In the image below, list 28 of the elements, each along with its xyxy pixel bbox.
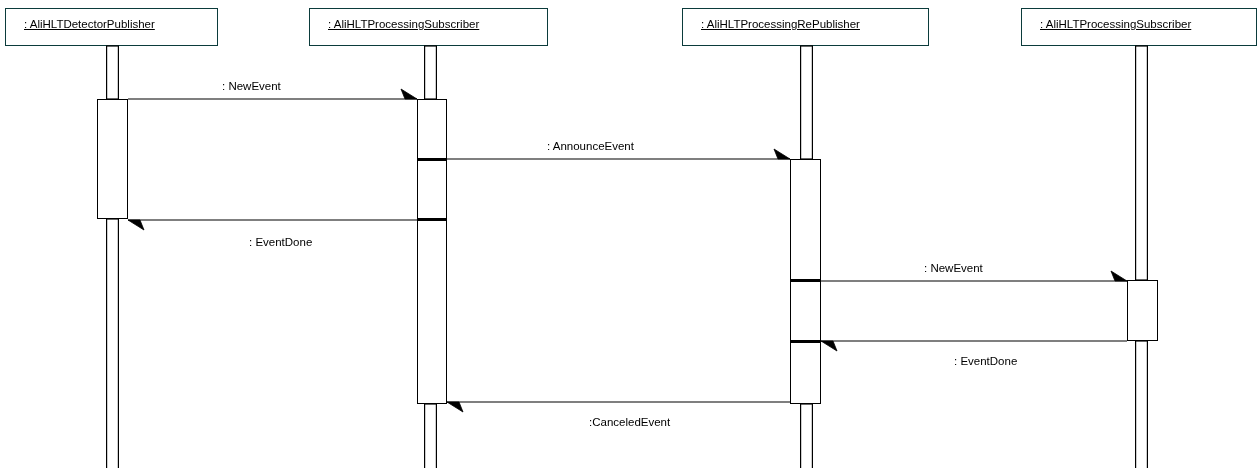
message-label: :CanceledEvent: [587, 416, 673, 428]
participant-name: : AliHLTProcessingSubscriber: [1040, 18, 1193, 30]
lifeline: [800, 45, 813, 468]
participant-name: : AliHLTProcessingSubscriber: [328, 18, 481, 30]
message-label: : NewEvent: [220, 80, 283, 92]
activation-bar: [790, 159, 821, 404]
activation-bar: [1127, 280, 1158, 341]
participant-box: [309, 8, 548, 46]
participant-box: [1021, 8, 1257, 46]
message-arrow: [446, 148, 791, 160]
message-arrow: [820, 270, 1128, 282]
participant-box: [682, 8, 929, 46]
lifeline: [106, 45, 119, 468]
participant-box: [5, 8, 218, 46]
activation-bar: [97, 99, 128, 219]
lifeline: [1135, 45, 1148, 468]
message-label: : EventDone: [952, 355, 1020, 367]
participant-name: : AliHLTProcessingRePublisher: [701, 18, 861, 30]
message-arrow: [127, 88, 418, 100]
message-arrow: [446, 401, 791, 413]
activation-bar: [417, 99, 447, 404]
lifeline: [424, 45, 437, 468]
participant-name: : AliHLTDetectorPublisher: [24, 18, 156, 30]
message-label: : EventDone: [247, 236, 315, 248]
message-arrow: [820, 340, 1128, 352]
message-label: : AnnounceEvent: [545, 140, 636, 152]
message-arrow: [127, 219, 418, 231]
message-label: : NewEvent: [922, 262, 985, 274]
